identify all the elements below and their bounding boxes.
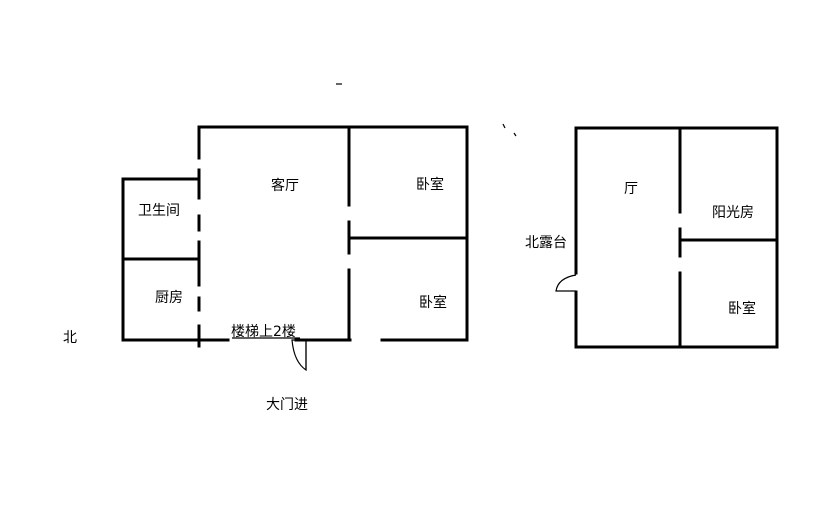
main-door-swing (291, 339, 307, 372)
room-label-bathroom: 卫生间 (138, 203, 180, 219)
room-label-bedroom-top: 卧室 (416, 176, 444, 193)
floor1-plan (121, 125, 469, 372)
stray-marks (336, 83, 517, 137)
room-label-bedroom-floor2: 卧室 (728, 300, 756, 317)
room-label-hall: 厅 (624, 181, 638, 197)
terrace-door-swing (555, 274, 577, 292)
room-label-bedroom-bottom: 卧室 (419, 294, 447, 311)
floor2-plan (555, 126, 779, 349)
terrace-label: 北露台 (525, 235, 567, 251)
north-label: 北 (63, 330, 77, 346)
room-label-living-room: 客厅 (271, 177, 299, 194)
stairs-label: 楼梯上2楼 (231, 324, 296, 340)
room-label-sunroom: 阳光房 (712, 205, 754, 221)
room-label-kitchen: 厨房 (155, 290, 183, 306)
entrance-label: 大门进 (266, 397, 308, 413)
